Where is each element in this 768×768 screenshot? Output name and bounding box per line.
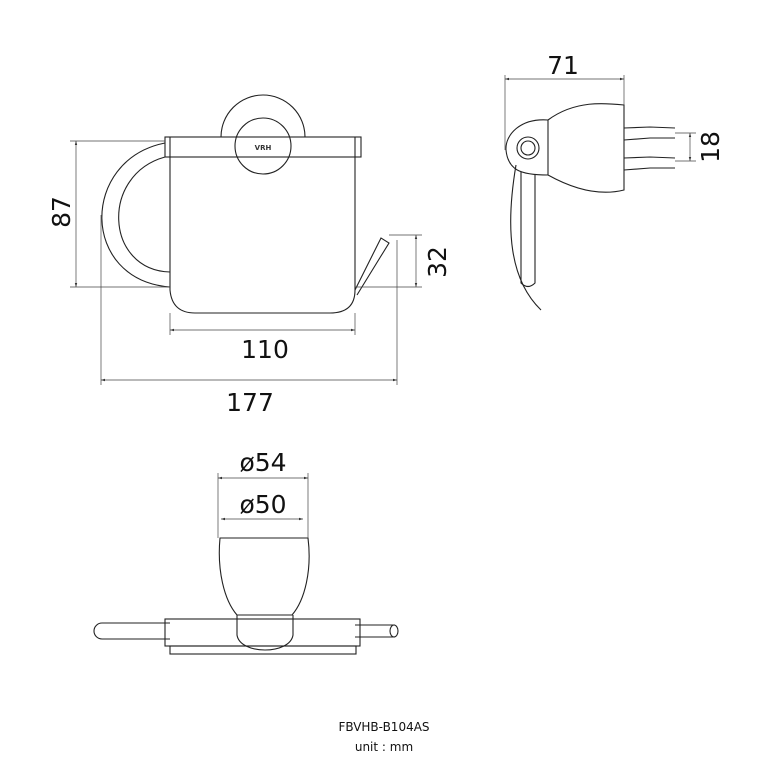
dim-height: 87 xyxy=(47,196,76,228)
side-arm xyxy=(520,172,536,288)
side-bulb xyxy=(547,103,625,193)
side-view: 71 18 xyxy=(504,51,725,311)
flap xyxy=(510,164,542,311)
front-view: VRH 87 32 110 177 xyxy=(47,94,452,417)
dim-total-width: 177 xyxy=(226,388,274,417)
top-view: ø54 ø50 xyxy=(93,448,399,655)
unit-label: unit : mm xyxy=(355,740,413,754)
spring-arm xyxy=(354,237,390,296)
left-rod xyxy=(93,622,170,640)
side-head xyxy=(505,119,549,176)
cup xyxy=(218,537,310,616)
brand-logo: VRH xyxy=(255,144,272,152)
model-number: FBVHB-B104AS xyxy=(338,720,429,734)
cover xyxy=(169,137,356,314)
roll-arm-outer xyxy=(101,142,171,288)
rosette-inner xyxy=(234,117,292,175)
dim-pin-spacing: 18 xyxy=(696,131,725,163)
rosette-outer xyxy=(220,94,306,138)
dim-arm-height: 32 xyxy=(423,246,452,278)
dim-depth: 71 xyxy=(547,51,579,80)
top-bar xyxy=(164,136,362,158)
dim-outer-diameter: ø54 xyxy=(239,448,286,477)
dome xyxy=(236,615,294,651)
dim-cover-width: 110 xyxy=(241,335,289,364)
mounting-pins xyxy=(623,126,676,171)
dim-inner-diameter: ø50 xyxy=(239,490,286,519)
roll-arm-inner xyxy=(118,156,171,273)
